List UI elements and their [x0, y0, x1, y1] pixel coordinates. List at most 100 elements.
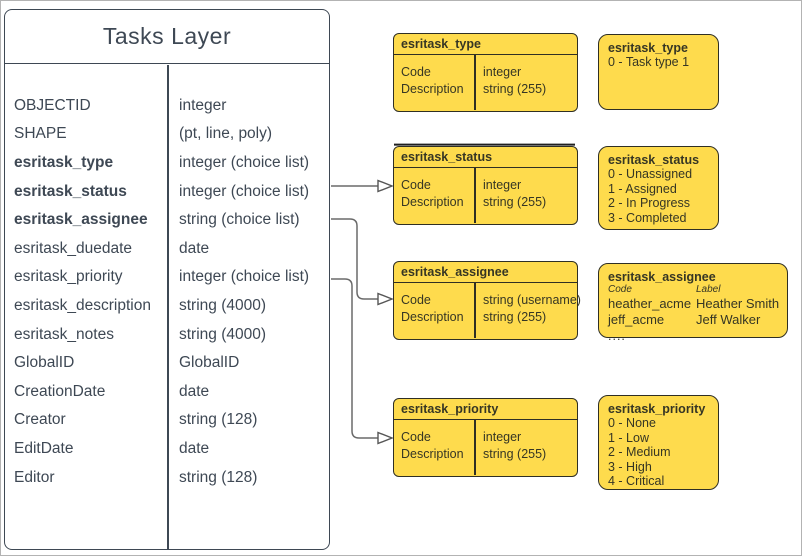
assignee-label: Jeff Walker	[696, 311, 761, 327]
field-row-esritask-duedate: esritask_duedate date	[5, 235, 329, 264]
field-name: esritask_notes	[14, 325, 114, 343]
value-item: 0 - None	[608, 416, 656, 431]
field-row-editdate: EditDate date	[5, 435, 329, 464]
field-type: string (128)	[179, 411, 258, 429]
tasks-layer-body: OBJECTID integer SHAPE (pt, line, poly) es…	[5, 64, 329, 549]
field-type: string (4000)	[179, 297, 267, 315]
field-name: esritask_assignee	[14, 211, 148, 229]
field-type: GlobalID	[179, 354, 240, 372]
domain-column-divider	[474, 55, 476, 111]
value-item: 2 - Medium	[608, 445, 671, 460]
field-rows: OBJECTID integer SHAPE (pt, line, poly) es…	[5, 65, 329, 492]
assignee-code-header: Code	[608, 284, 632, 296]
field-type: integer (choice list)	[179, 268, 310, 286]
value-item: 3 - High	[608, 459, 652, 474]
field-name: GlobalID	[14, 354, 75, 372]
field-name: esritask_duedate	[14, 239, 133, 257]
field-name: esritask_status	[14, 182, 127, 200]
assignee-ellipsis: ....	[608, 329, 626, 344]
field-type: date	[179, 382, 210, 400]
field-name: Editor	[14, 468, 55, 486]
field-row-globalid: GlobalID GlobalID	[5, 349, 329, 378]
field-type: date	[179, 239, 210, 257]
field-name: SHAPE	[14, 125, 67, 143]
field-row-creationdate: CreationDate date	[5, 378, 329, 407]
value-item: 2 - In Progress	[608, 196, 690, 211]
field-name: EditDate	[14, 440, 74, 458]
field-name: esritask_priority	[14, 268, 123, 286]
field-row-shape: SHAPE (pt, line, poly)	[5, 120, 329, 149]
value-item: 1 - Low	[608, 430, 649, 445]
value-list-esritask-assignee: esritask_assignee Code Label heather_acm…	[598, 263, 788, 343]
value-list-title: esritask_priority	[608, 402, 706, 416]
value-list-title: esritask_assignee	[608, 270, 716, 284]
value-item: 4 - Critical	[608, 474, 665, 489]
field-row-editor: Editor string (128)	[5, 463, 329, 492]
value-list-esritask-priority: esritask_priority 0 - None 1 - Low 2 - M…	[598, 395, 719, 490]
field-row-esritask-description: esritask_description string (4000)	[5, 292, 329, 321]
field-row-esritask-assignee: esritask_assignee string (choice list)	[5, 206, 329, 235]
column-divider	[167, 64, 169, 549]
arrowhead-assignee	[377, 292, 394, 306]
value-list-title: esritask_type	[608, 41, 688, 55]
assignee-values-grid: Code Label heather_acme Heather Smith je…	[608, 284, 780, 327]
field-row-objectid: OBJECTID integer	[5, 92, 329, 121]
domain-table-title: esritask_type	[394, 34, 577, 55]
arrowhead-status	[377, 179, 394, 193]
field-type: date	[179, 440, 210, 458]
field-type: string (choice list)	[179, 211, 300, 229]
field-row-esritask-priority: esritask_priority integer (choice list)	[5, 263, 329, 292]
domain-table-title: esritask_assignee	[394, 262, 577, 283]
assignee-label-header: Label	[696, 284, 721, 296]
value-list-esritask-status: esritask_status 0 - Unassigned 1 - Assig…	[598, 146, 719, 230]
assignee-label: Heather Smith	[696, 296, 780, 312]
field-type: integer (choice list)	[179, 182, 310, 200]
tasks-layer-table: Tasks Layer OBJECTID integer SHAPE (pt, li…	[4, 9, 330, 550]
field-name: esritask_type	[14, 154, 114, 172]
field-type: integer (choice list)	[179, 154, 310, 172]
field-name: CreationDate	[14, 382, 106, 400]
domain-column-divider	[474, 168, 476, 224]
value-list-title: esritask_status	[608, 153, 700, 167]
domain-table-title: esritask_status	[394, 147, 577, 168]
tasks-layer-title: Tasks Layer	[5, 10, 329, 64]
field-type: integer	[179, 96, 227, 114]
connector-priority	[331, 278, 378, 439]
arrowhead-priority	[377, 431, 394, 445]
connector-assignee	[331, 218, 378, 300]
field-name: Creator	[14, 411, 66, 429]
value-item: 0 - Task type 1	[608, 55, 690, 70]
value-list-esritask-type: esritask_type 0 - Task type 1	[598, 34, 719, 110]
field-row-creator: Creator string (128)	[5, 406, 329, 435]
domain-column-divider	[474, 420, 476, 476]
field-type: string (128)	[179, 468, 258, 486]
assignee-code: heather_acme	[608, 296, 692, 312]
field-type: string (4000)	[179, 325, 267, 343]
assignee-code: jeff_acme	[608, 311, 665, 327]
field-name: esritask_description	[14, 297, 151, 315]
field-row-esritask-status: esritask_status integer (choice list)	[5, 177, 329, 206]
domain-table-title: esritask_priority	[394, 399, 577, 420]
value-item: 0 - Unassigned	[608, 167, 693, 182]
field-row-esritask-notes: esritask_notes string (4000)	[5, 320, 329, 349]
value-item: 1 - Assigned	[608, 181, 677, 196]
value-item: 3 - Completed	[608, 210, 687, 225]
field-type: (pt, line, poly)	[179, 125, 273, 143]
field-name: OBJECTID	[14, 96, 91, 114]
